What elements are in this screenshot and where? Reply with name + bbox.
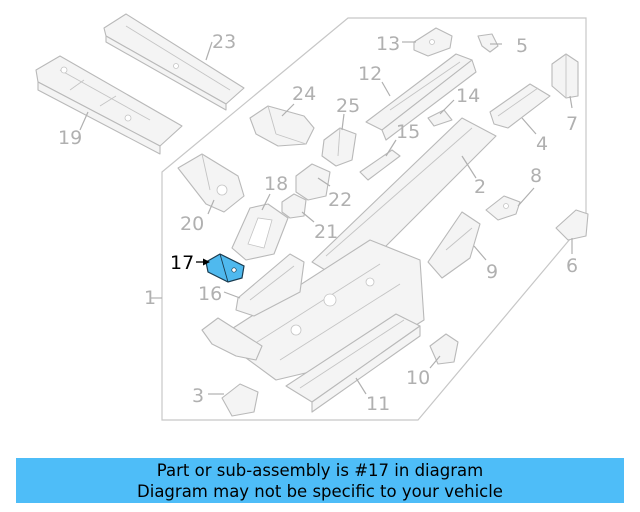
part-15 bbox=[359, 149, 401, 181]
callout-19: 19 bbox=[58, 127, 82, 149]
callout-11: 11 bbox=[366, 393, 390, 415]
callout-14: 14 bbox=[456, 85, 480, 107]
part-10 bbox=[429, 333, 459, 365]
part-17-highlighted[interactable] bbox=[205, 253, 245, 283]
part-9 bbox=[427, 211, 481, 279]
callout-3: 3 bbox=[192, 385, 204, 407]
callout-15: 15 bbox=[396, 121, 420, 143]
part-6 bbox=[555, 209, 589, 241]
part-8 bbox=[485, 195, 521, 221]
front-crossmember bbox=[201, 317, 263, 361]
part-22 bbox=[295, 163, 331, 201]
caption-line-2: Diagram may not be specific to your vehi… bbox=[137, 482, 503, 501]
callout-17-highlighted[interactable]: 17 bbox=[170, 252, 194, 274]
callout-16: 16 bbox=[198, 283, 222, 305]
callout-6: 6 bbox=[566, 255, 578, 277]
callout-1: 1 bbox=[144, 287, 156, 309]
part-21 bbox=[281, 193, 307, 219]
callout-7: 7 bbox=[566, 113, 578, 135]
caption-line-1: Part or sub-assembly is #17 in diagram bbox=[156, 461, 484, 480]
parts-diagram: 1 2 3 4 5 6 7 8 9 10 11 12 13 14 15 16 1… bbox=[35, 13, 589, 421]
callout-9: 9 bbox=[486, 261, 498, 283]
part-5 bbox=[477, 33, 499, 53]
part-16 bbox=[235, 253, 305, 317]
part-11 bbox=[285, 313, 421, 413]
part-18 bbox=[231, 203, 289, 261]
callout-4: 4 bbox=[536, 133, 548, 155]
callout-24: 24 bbox=[292, 83, 316, 105]
callout-12: 12 bbox=[358, 63, 382, 85]
callout-5: 5 bbox=[516, 35, 528, 57]
callout-21: 21 bbox=[314, 221, 338, 243]
callout-23: 23 bbox=[212, 31, 236, 53]
leader-lines bbox=[79, 41, 573, 395]
callout-22: 22 bbox=[328, 189, 352, 211]
callout-20: 20 bbox=[180, 213, 204, 235]
callout-10: 10 bbox=[406, 367, 430, 389]
callout-8: 8 bbox=[530, 165, 542, 187]
part-25 bbox=[321, 127, 357, 167]
part-13 bbox=[413, 27, 453, 57]
part-4 bbox=[489, 83, 551, 129]
callout-25: 25 bbox=[336, 95, 360, 117]
callout-13: 13 bbox=[376, 33, 400, 55]
part-24 bbox=[249, 105, 315, 147]
part-7 bbox=[551, 53, 579, 99]
part-23 bbox=[103, 13, 245, 111]
caption-banner: Part or sub-assembly is #17 in diagram D… bbox=[16, 458, 624, 503]
callout-18: 18 bbox=[264, 173, 288, 195]
callout-2: 2 bbox=[474, 176, 486, 198]
part-12 bbox=[365, 53, 477, 141]
part-20 bbox=[177, 153, 245, 213]
part-19 bbox=[35, 55, 183, 155]
part-3 bbox=[221, 383, 259, 417]
part-14 bbox=[427, 109, 453, 127]
